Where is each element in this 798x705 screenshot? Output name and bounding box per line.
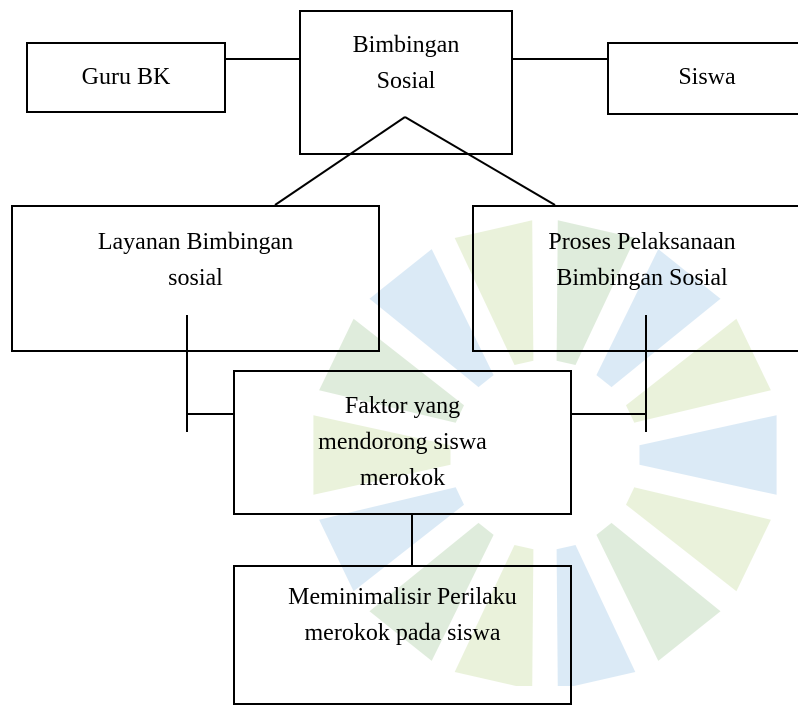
bimbingan-sosial-line1: Bimbingan — [352, 32, 460, 58]
proses-line2: Bimbingan Sosial — [556, 265, 728, 291]
connector-bimbingan-layanan — [274, 116, 406, 206]
proses-line1: Proses Pelaksanaan — [548, 229, 736, 255]
watermark-petal — [596, 249, 721, 388]
box-guru-bk: Guru BK — [26, 42, 226, 113]
bimbingan-sosial-line2: Sosial — [376, 68, 436, 94]
box-bimbingan-sosial: Bimbingan Sosial — [299, 10, 513, 155]
meminimalisir-line1: Meminimalisir Perilaku — [288, 584, 517, 610]
faktor-line1: Faktor yang — [344, 393, 461, 419]
layanan-line2: sosial — [168, 265, 223, 291]
watermark-petal — [626, 487, 771, 592]
watermark-petal — [626, 318, 771, 423]
watermark-petal — [454, 545, 534, 686]
watermark-petal — [556, 220, 636, 365]
siswa-label: Siswa — [678, 64, 736, 90]
faktor-line2: mendorong siswa — [318, 429, 487, 455]
connector-bimbingan-proses — [404, 116, 556, 206]
box-faktor: Faktor yang mendorong siswa merokok — [233, 370, 572, 515]
box-layanan-bimbingan-sosial: Layanan Bimbingan sosial — [11, 205, 380, 352]
watermark-petal — [639, 415, 777, 495]
meminimalisir-line2: merokok pada siswa — [304, 620, 501, 646]
watermark-petal — [369, 522, 494, 661]
watermark-petal — [313, 415, 451, 495]
box-siswa: Siswa — [607, 42, 798, 115]
watermark-petal — [369, 249, 494, 388]
connector-lines — [186, 58, 647, 565]
guru-bk-label: Guru BK — [81, 64, 171, 90]
faktor-line3: merokok — [359, 465, 446, 491]
box-meminimalisir: Meminimalisir Perilaku merokok pada sisw… — [233, 565, 572, 705]
box-proses-pelaksanaan: Proses Pelaksanaan Bimbingan Sosial — [472, 205, 798, 352]
watermark-petal — [556, 545, 636, 686]
watermark-logo — [313, 220, 777, 686]
layanan-line1: Layanan Bimbingan — [97, 229, 294, 255]
watermark-petal — [454, 220, 534, 365]
watermark-petal — [596, 522, 721, 661]
